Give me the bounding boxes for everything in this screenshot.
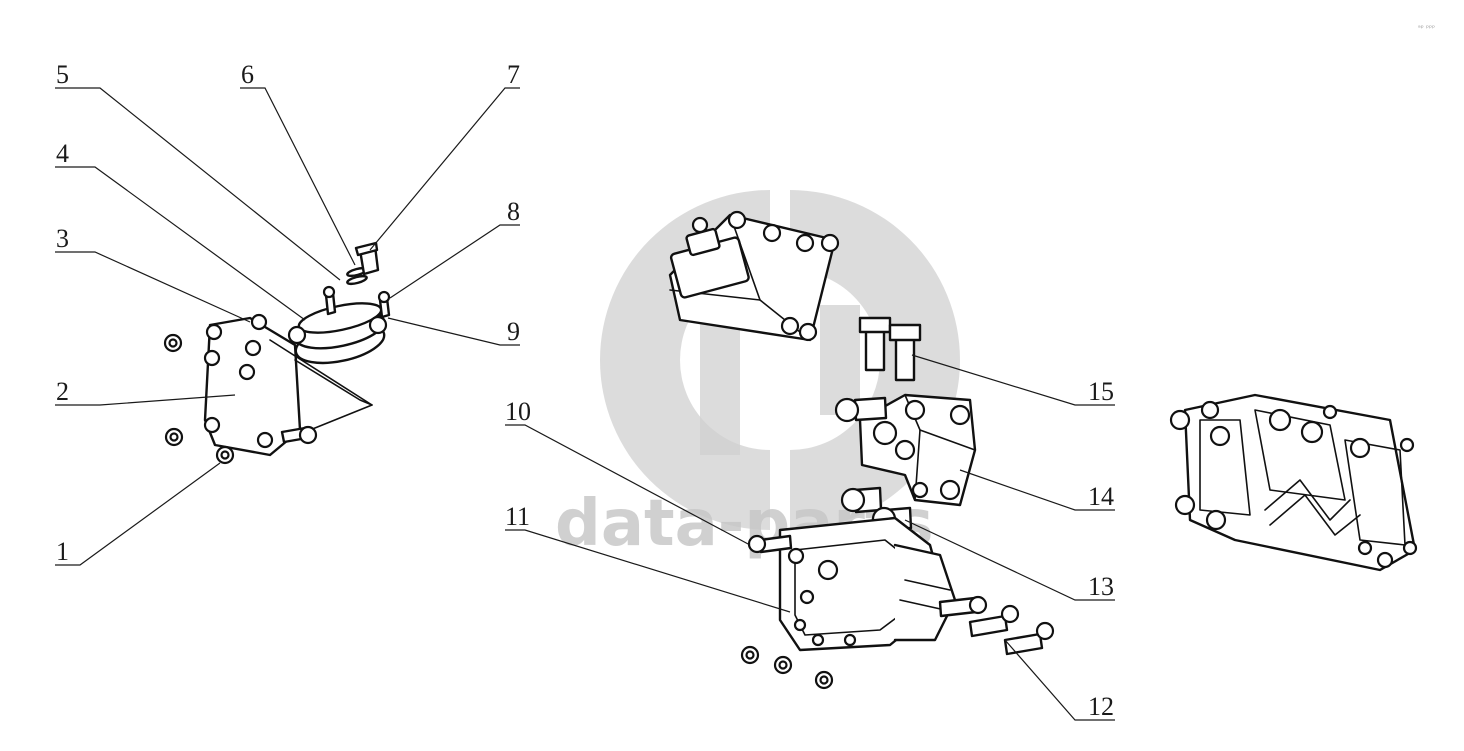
callout-4: 4 — [56, 139, 69, 168]
top-mount-assembly — [668, 210, 840, 342]
callout-12: 12 — [1088, 692, 1114, 721]
lower-frame-assembly — [740, 516, 1055, 690]
bolt — [864, 328, 886, 372]
right-assembled-mount — [1169, 393, 1418, 572]
callout-3: 3 — [56, 224, 69, 253]
bolt — [894, 336, 916, 382]
callout-7: 7 — [507, 60, 520, 89]
callout-5: 5 — [56, 60, 69, 89]
callout-8: 8 — [507, 197, 520, 226]
callout-10: 10 — [505, 397, 531, 426]
callout-15: 15 — [1088, 377, 1114, 406]
callout-14: 14 — [1088, 482, 1114, 511]
corner-mark: ᵃᵖ ᵖᵖᵖ — [1418, 24, 1435, 32]
callout-1: 1 — [56, 537, 69, 566]
callout-9: 9 — [507, 317, 520, 346]
callout-6: 6 — [241, 60, 254, 89]
left-bracket-assembly — [163, 241, 391, 465]
callout-11: 11 — [505, 502, 530, 531]
center-leader-lines — [505, 354, 1115, 721]
callout-13: 13 — [1088, 572, 1114, 601]
callout-2: 2 — [56, 377, 69, 406]
left-leader-lines — [55, 87, 520, 566]
